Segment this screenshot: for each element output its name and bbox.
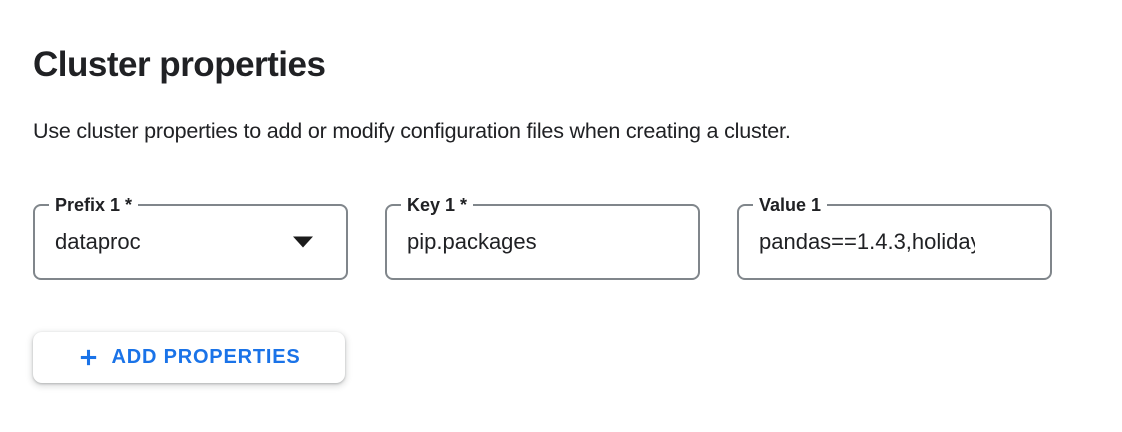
prefix-field: Prefix 1 * dataproc — [33, 193, 348, 280]
key-input[interactable] — [387, 206, 698, 278]
value-input[interactable] — [739, 206, 1050, 278]
page-title: Cluster properties — [33, 45, 326, 85]
prefix-select[interactable]: dataproc — [35, 206, 346, 278]
value-field: Value 1 — [737, 193, 1052, 280]
cluster-property-row: Prefix 1 * dataproc Key 1 * Value 1 — [33, 193, 1052, 280]
key-field: Key 1 * — [385, 193, 700, 280]
page-subtitle: Use cluster properties to add or modify … — [33, 118, 791, 143]
plus-icon — [81, 349, 97, 366]
add-properties-label: ADD PROPERTIES — [111, 346, 301, 368]
arrow-drop-down-icon[interactable] — [293, 236, 313, 248]
prefix-field-label: Prefix 1 * — [49, 193, 139, 217]
add-properties-button[interactable]: ADD PROPERTIES — [33, 332, 345, 383]
prefix-select-value: dataproc — [55, 229, 141, 254]
